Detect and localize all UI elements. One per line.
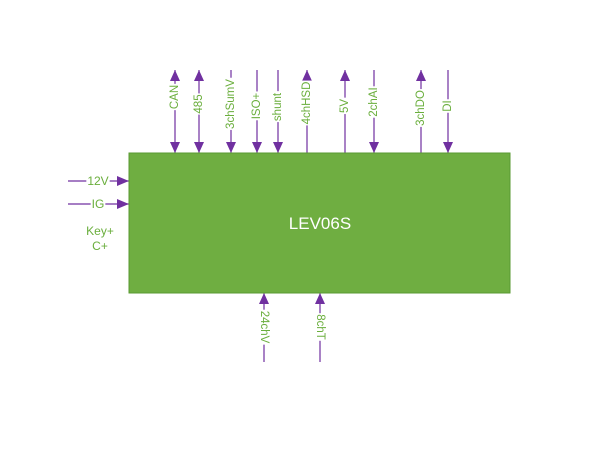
module-block <box>128 152 511 294</box>
top-signal-5v-label-bg <box>338 97 352 115</box>
top-signal-4chhsd-arrow-up-icon <box>302 70 312 81</box>
left-signal-ig-label-bg <box>90 197 106 211</box>
left-signal-12v-arrow-right-icon <box>117 176 129 186</box>
top-signal-can-label-bg <box>168 83 182 111</box>
top-signal-shunt-label: shunt <box>272 92 284 121</box>
top-signal-3chsumv-label: 3chSumV <box>225 79 237 129</box>
top-signal-5v-label: 5V <box>339 99 351 113</box>
left-signal-ig-arrow-right-icon <box>117 199 129 209</box>
top-signal-2chai-arrow-down-icon <box>369 142 379 153</box>
top-signal-shunt-arrow-down-icon <box>273 142 283 153</box>
signal-labels: CAN 485 3chSumV ISO+ shunt 4chHSD 5V 2chAI 3chDO… <box>86 77 455 345</box>
top-signal-3chsumv-arrow-down-icon <box>226 142 236 153</box>
top-signal-iso-label-bg <box>250 91 264 121</box>
left-signal-12v-label: 12V <box>87 174 108 188</box>
bottom-signal-8cht-label-bg <box>313 313 327 341</box>
left-note-line-1: Key+ <box>86 224 114 238</box>
left-signal-ig-label: IG <box>92 197 105 211</box>
top-signal-2chai-label: 2chAI <box>368 87 380 116</box>
top-signal-4chhsd-label: 4chHSD <box>301 82 313 125</box>
top-signal-can-arrow-down-icon <box>170 142 180 153</box>
bottom-signal-8cht-arrow-up-icon <box>315 293 325 304</box>
bottom-signal-24chv-label-bg <box>257 309 271 345</box>
top-signal-485-label: 485 <box>193 94 205 113</box>
top-signal-can-arrow-up-icon <box>170 70 180 81</box>
module-name: LEV06S <box>289 214 351 233</box>
top-signal-485-label-bg <box>192 93 206 115</box>
top-signal-3chdo-arrow-up-icon <box>416 70 426 81</box>
top-signal-3chdo-label: 3chDO <box>415 90 427 126</box>
top-signal-3chsumv-label-bg <box>224 77 238 130</box>
top-signal-5v-arrow-up-icon <box>340 70 350 81</box>
top-signal-2chai-label-bg <box>367 86 381 118</box>
left-signal-12v-label-bg <box>86 174 110 188</box>
top-signal-shunt-label-bg <box>271 91 285 123</box>
top-signal-4chhsd-label-bg <box>300 80 314 126</box>
bottom-signal-24chv-arrow-up-icon <box>259 293 269 304</box>
top-signal-iso-arrow-down-icon <box>252 142 262 153</box>
top-signal-di-arrow-down-icon <box>443 142 453 153</box>
top-signal-di-label: DI <box>442 100 454 112</box>
bottom-signal-8cht-label: 8chT <box>314 314 326 340</box>
top-signal-485-arrow-down-icon <box>194 142 204 153</box>
bottom-signal-24chv-label: 24chV <box>258 311 270 344</box>
left-note-line-2: C+ <box>92 239 108 253</box>
top-signal-di-label-bg <box>441 99 455 113</box>
top-signal-485-arrow-up-icon <box>194 70 204 81</box>
top-signal-3chdo-label-bg <box>414 89 428 127</box>
top-signal-iso-label: ISO+ <box>251 92 263 119</box>
top-signal-can-label: CAN <box>169 85 181 109</box>
